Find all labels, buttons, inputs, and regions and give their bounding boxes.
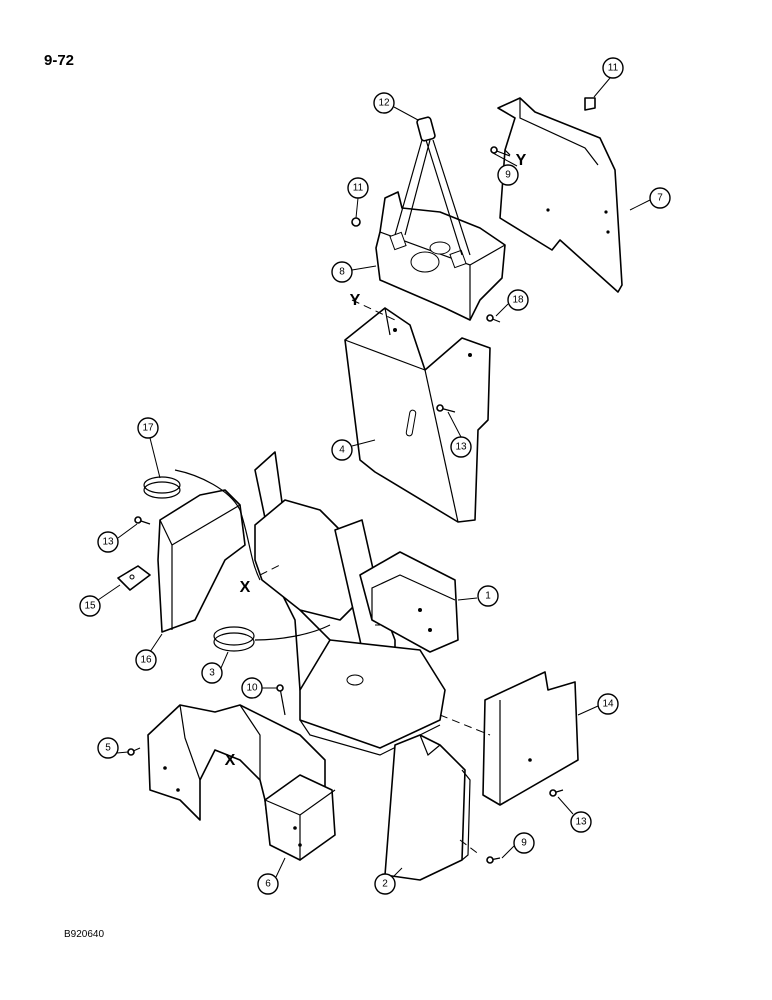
svg-text:5: 5 (105, 743, 111, 754)
part-2-lower-panel (384, 734, 471, 881)
svg-text:8: 8 (339, 267, 345, 278)
svg-text:4: 4 (339, 445, 345, 456)
svg-text:3: 3 (209, 668, 215, 679)
mark-y-1: Y (350, 292, 361, 309)
svg-text:16: 16 (140, 655, 152, 666)
svg-text:18: 18 (512, 295, 524, 306)
callout-13-left (97, 531, 119, 553)
callout-3 (201, 662, 223, 684)
part-8-console-housing (375, 191, 506, 321)
callout-8 (331, 261, 353, 283)
callout-18 (507, 289, 529, 311)
part-12-switch (394, 116, 471, 256)
callout-16 (135, 649, 157, 671)
page-number: 9-72 (44, 52, 75, 69)
svg-text:13: 13 (455, 442, 467, 453)
callout-15 (79, 595, 101, 617)
svg-text:10: 10 (246, 683, 258, 694)
svg-text:9: 9 (521, 838, 527, 849)
callout-5 (97, 737, 119, 759)
callout-6 (257, 873, 279, 895)
svg-text:12: 12 (378, 98, 390, 109)
svg-text:1: 1 (485, 591, 491, 602)
part-14-side-panel (482, 671, 579, 806)
svg-text:2: 2 (382, 879, 388, 890)
mark-x-1: X (240, 579, 251, 596)
bolts (127, 97, 596, 864)
svg-text:6: 6 (265, 879, 271, 890)
part-7-rear-shield (497, 97, 623, 293)
callout-11-upper (602, 57, 624, 79)
svg-text:11: 11 (353, 183, 364, 194)
alignment-lines (259, 299, 491, 856)
callout-9-lower (513, 832, 535, 854)
callout-14 (597, 693, 619, 715)
svg-text:13: 13 (575, 817, 587, 828)
svg-text:14: 14 (602, 699, 614, 710)
mark-x-2: X (225, 752, 236, 769)
callout-10 (241, 677, 263, 699)
callout-12 (373, 92, 395, 114)
svg-text:17: 17 (142, 423, 154, 434)
reference-marks: X X Y Y (225, 152, 527, 769)
part-4-column-shroud (344, 307, 491, 523)
figure-code: B920640 (64, 929, 105, 940)
part-3-harness (213, 624, 331, 652)
callout-11-left (347, 177, 369, 199)
part-16-side-panel (157, 489, 246, 633)
callout-9-upper (497, 164, 519, 186)
callout-13-right (570, 811, 592, 833)
part-1-support-frame (254, 451, 459, 756)
part-15-plate (117, 565, 151, 591)
part-17-harness (143, 469, 261, 581)
callout-1 (477, 585, 499, 607)
callout-17 (137, 417, 159, 439)
callout-13-column (450, 436, 472, 458)
part-6-floor-cover (147, 704, 336, 861)
mark-y-2: Y (516, 152, 527, 169)
callout-2 (374, 873, 396, 895)
callout-4 (331, 439, 353, 461)
callout-7 (649, 187, 671, 209)
svg-text:11: 11 (608, 63, 619, 74)
svg-text:9: 9 (505, 170, 511, 181)
svg-text:13: 13 (102, 537, 114, 548)
callouts: 1 2 3 4 5 6 7 8 9 9 (79, 57, 671, 895)
svg-text:15: 15 (84, 601, 96, 612)
svg-text:7: 7 (657, 193, 663, 204)
